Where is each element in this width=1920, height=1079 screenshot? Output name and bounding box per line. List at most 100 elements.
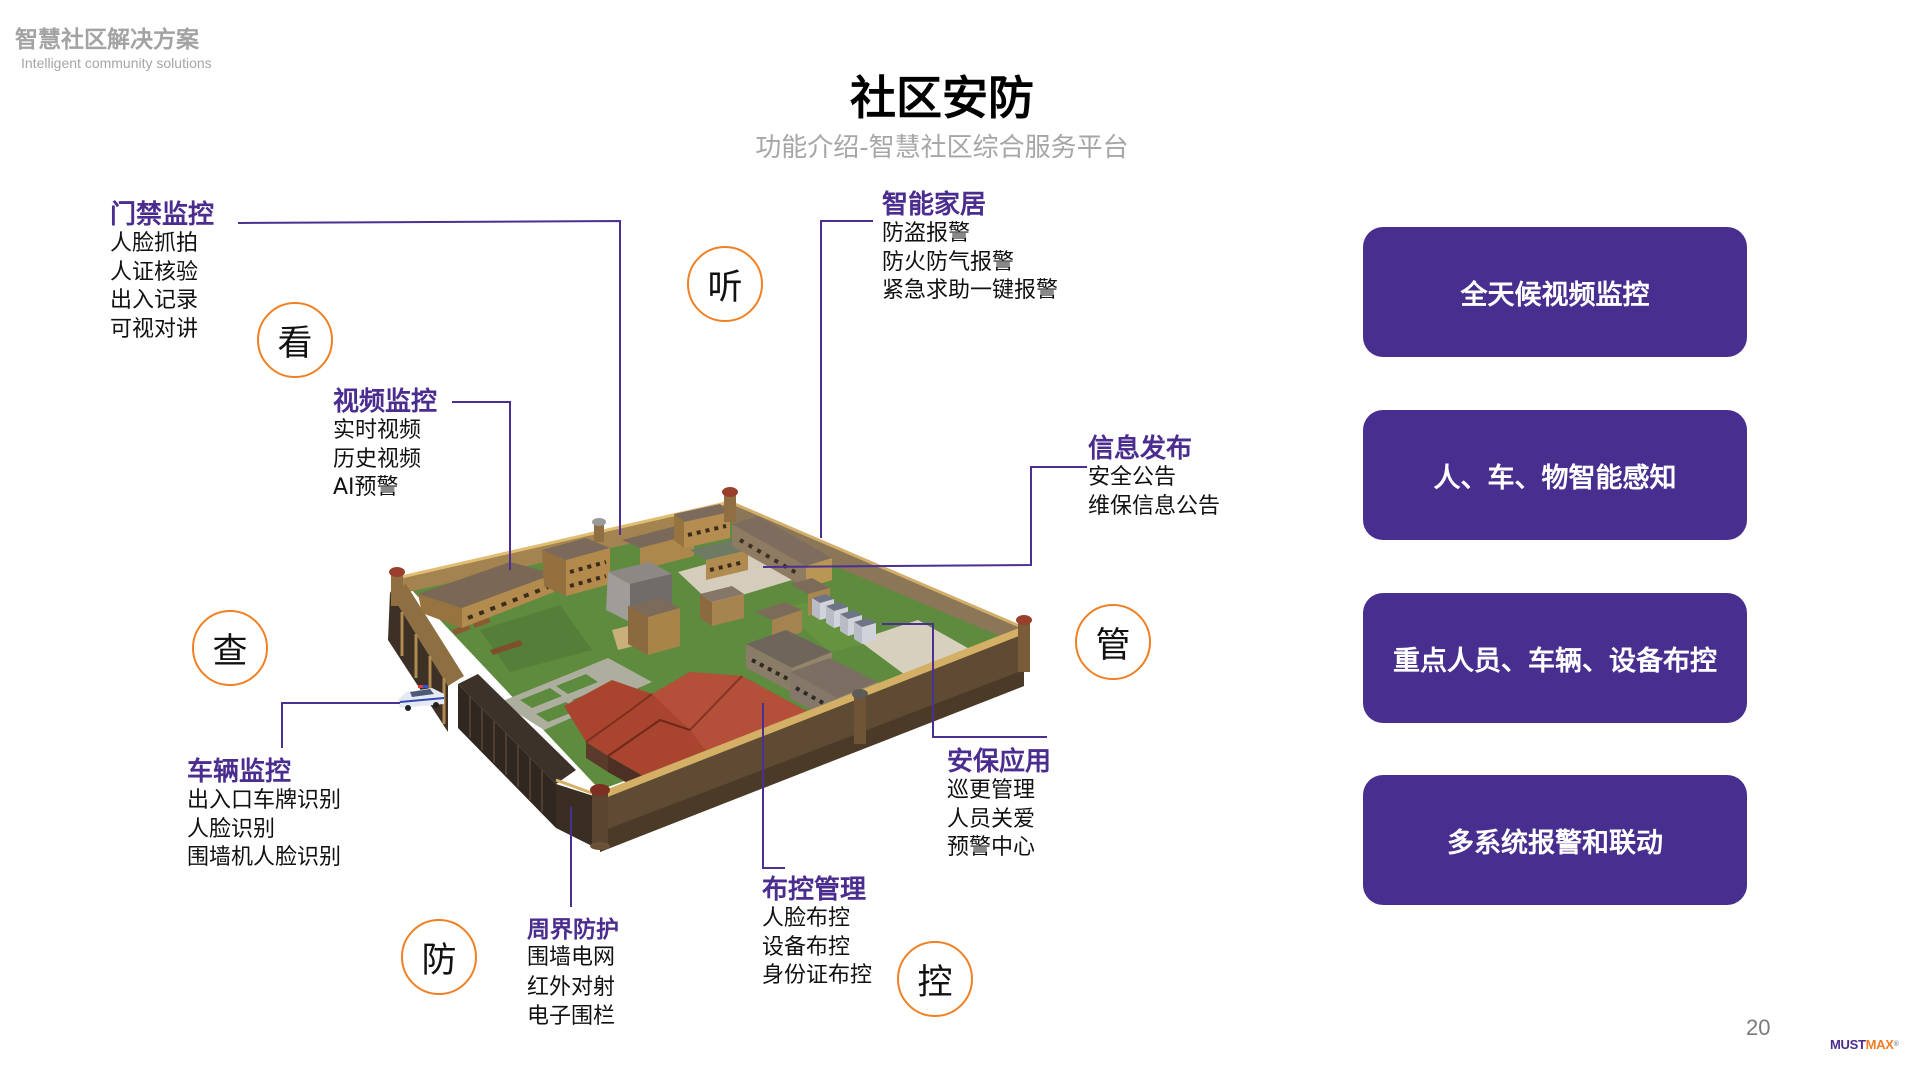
feature-title: 布控管理 [762,875,867,905]
feature-title: 智能家居 [882,190,987,220]
feature-item: 可视对讲 [110,316,199,342]
building-roof [674,504,730,522]
feature-item: 身份证布控 [762,963,873,988]
feature-item: 红外对射 [527,974,616,1000]
building-windows [687,524,727,537]
badge-check: 查 [192,610,268,686]
feature-item: 巡更管理 [947,778,1036,803]
feature-item: 人脸识别 [187,816,276,842]
bench [490,640,523,655]
building-side [542,550,566,596]
feature-item: 电子围栏 [527,1004,616,1029]
brand-title: 智慧社区解决方案 [15,27,199,53]
building-roof [746,630,832,668]
feature-item: 出入口车牌识别 [187,788,342,813]
badge-control: 控 [897,941,973,1017]
page-subtitle: 功能介绍-智慧社区综合服务平台 [755,133,1129,163]
barracks-front [462,574,554,628]
barracks-roof [418,562,554,608]
feature-vehicle-monitoring: 车辆监控 出入口车牌识别 人脸识别 围墙机人脸识别 [187,757,341,873]
feature-deployment-control: 布控管理 人脸布控 设备布控 身份证布控 [762,875,872,991]
badge-look: 看 [257,302,333,378]
dark-building-columns [469,696,543,812]
bench [472,617,491,628]
feature-item: 围墙机人脸识别 [187,845,342,870]
barracks-end [418,594,462,628]
building-roof [790,658,878,698]
plaza-paving [500,658,652,730]
left-colonnade-top [390,584,464,686]
badge-listen: 听 [687,246,763,322]
building-windows [569,560,607,574]
highlight-box: 人、车、物智能感知 [1363,410,1747,540]
building-side [674,514,684,548]
logo-text-must: MUST [1830,1037,1866,1052]
feature-item: 人脸布控 [762,906,851,931]
page-number: 20 [1746,1015,1771,1040]
registered-mark-icon: ® [1893,1041,1899,1048]
logo-text-max: MAX [1865,1037,1894,1052]
building-roof [700,586,744,602]
bench [452,624,471,635]
corner-tower-bottom [590,784,610,850]
building-windows [738,538,802,577]
building-front [566,548,610,596]
feature-item: 实时视频 [333,418,422,443]
highlight-box: 全天候视频监控 [1363,227,1747,357]
feature-info-release: 信息发布 安全公告 维保信息公告 [1088,434,1220,521]
feature-item: 人证核验 [110,259,199,285]
building-windows [569,574,607,588]
equipment-blocks [812,594,876,644]
small-tower [592,518,606,542]
feature-title: 周界防护 [527,917,619,943]
highlight-box: 重点人员、车辆、设备布控 [1363,593,1747,723]
feature-video-surveillance: 视频监控 实时视频 历史视频 AI预警 [333,387,437,503]
wall-tower-mid [852,689,868,744]
building-roof [790,578,830,594]
feature-title: 信息发布 [1088,434,1193,464]
feature-item: 防盗报警 [882,221,971,246]
building-roof [628,598,680,617]
feature-item: 出入记录 [110,288,199,313]
building-front [712,594,744,626]
page-title: 社区安防 [850,71,1034,125]
building-side [700,594,712,626]
feature-perimeter: 周界防护 围墙电网 红外对射 电子围栏 [527,917,619,1032]
building-windows [751,658,789,681]
feature-item: 人脸抓拍 [110,231,199,256]
building-front [648,608,680,655]
building-roof [542,538,610,560]
roof-ridge [607,718,691,757]
building-side [628,606,648,655]
feature-title: 门禁监控 [110,200,215,230]
grass-square [520,688,562,708]
feature-item: 维保信息公告 [1088,493,1221,519]
corner-tower-top [722,487,738,522]
barracks-windows [467,585,549,620]
building-windows [709,560,745,572]
feature-item: 紧急求助一键报警 [882,278,1059,303]
central-building-side [606,572,630,622]
dark-building-roof [458,674,576,784]
lawn-shadow [480,605,592,672]
feature-item: 围墙电网 [527,945,616,970]
feature-item: AI预警 [333,475,399,500]
feature-item: 设备布控 [762,934,851,960]
feature-item: 安全公告 [1088,465,1177,490]
badge-manage: 管 [1075,604,1151,680]
badge-defend: 防 [401,919,477,995]
feature-title: 车辆监控 [187,757,292,787]
feature-smart-home: 智能家居 防盗报警 防火防气报警 紧急求助一键报警 [882,190,1058,306]
feature-item: 预警中心 [947,835,1036,860]
corner-tower-left [389,567,405,606]
building-front [706,550,748,580]
feature-item: 历史视频 [333,446,422,472]
feature-title: 安保应用 [947,747,1052,777]
feature-item: 人员关爱 [947,806,1036,832]
red-building-wall [586,742,608,772]
police-car-icon [398,685,445,711]
roof-ridge [689,675,743,731]
roof-ridge [585,693,653,743]
feature-title: 视频监控 [333,387,438,417]
central-building-roof [608,562,672,584]
